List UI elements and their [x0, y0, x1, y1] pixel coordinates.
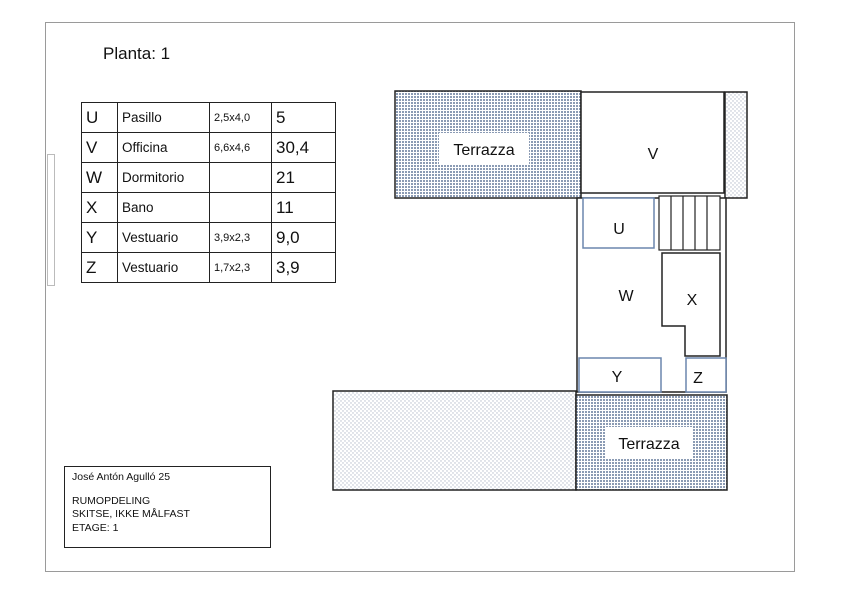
title-block-line: RUMOPDELING [72, 494, 151, 507]
room-y [578, 357, 662, 393]
title-block-line: ETAGE: 1 [72, 521, 119, 534]
room-x-label: X [687, 292, 698, 309]
room-area: 9,0 [271, 222, 336, 253]
table-row: Z Vestuario 1,7x2,3 3,9 [81, 252, 336, 283]
room-dimensions: 6,6x4,6 [209, 132, 272, 163]
title-block: José Antón Agulló 25 RUMOPDELING SKITSE,… [64, 466, 271, 548]
room-z [685, 357, 727, 393]
terrace-bottom-label-box [606, 427, 692, 459]
room-name: Bano [117, 192, 210, 223]
room-name: Dormitorio [117, 162, 210, 193]
room-dimensions: 1,7x2,3 [209, 252, 272, 283]
terrace-top-label-box [439, 133, 529, 165]
address: José Antón Agulló 25 [72, 471, 171, 483]
terrace-lower-left [332, 390, 577, 491]
stairs [658, 195, 721, 251]
room-dimensions: 2,5x4,0 [209, 102, 272, 133]
room-u-label: U [613, 221, 625, 238]
room-dimensions [209, 162, 272, 193]
room-v-label: V [648, 146, 659, 163]
terrace-bottom-label: Terrazza [618, 436, 679, 453]
room-area: 30,4 [271, 132, 336, 163]
room-z-label: Z [693, 370, 703, 387]
room-code: V [81, 132, 118, 163]
room-area: 3,9 [271, 252, 336, 283]
page-title: Planta: 1 [103, 44, 171, 63]
side-strip [724, 91, 748, 199]
room-area: 21 [271, 162, 336, 193]
room-x [661, 252, 721, 357]
title-block-line: SKITSE, IKKE MÅLFAST [72, 508, 190, 520]
terrace-top-label: Terrazza [453, 142, 514, 159]
sheet-edge-mark [47, 154, 55, 286]
table-row: V Officina 6,6x4,6 30,4 [81, 132, 336, 163]
room-u [582, 197, 655, 249]
room-code: Z [81, 252, 118, 283]
table-row: W Dormitorio 21 [81, 162, 336, 193]
room-area: 11 [271, 192, 336, 223]
room-w-label: W [618, 288, 634, 305]
room-name: Vestuario [117, 252, 210, 283]
room-schedule-table: U Pasillo 2,5x4,0 5 V Officina 6,6x4,6 3… [81, 102, 336, 283]
drawing-sheet [45, 22, 795, 572]
table-row: Y Vestuario 3,9x2,3 9,0 [81, 222, 336, 253]
room-v [580, 91, 725, 194]
room-y-label: Y [612, 369, 623, 386]
room-name: Vestuario [117, 222, 210, 253]
